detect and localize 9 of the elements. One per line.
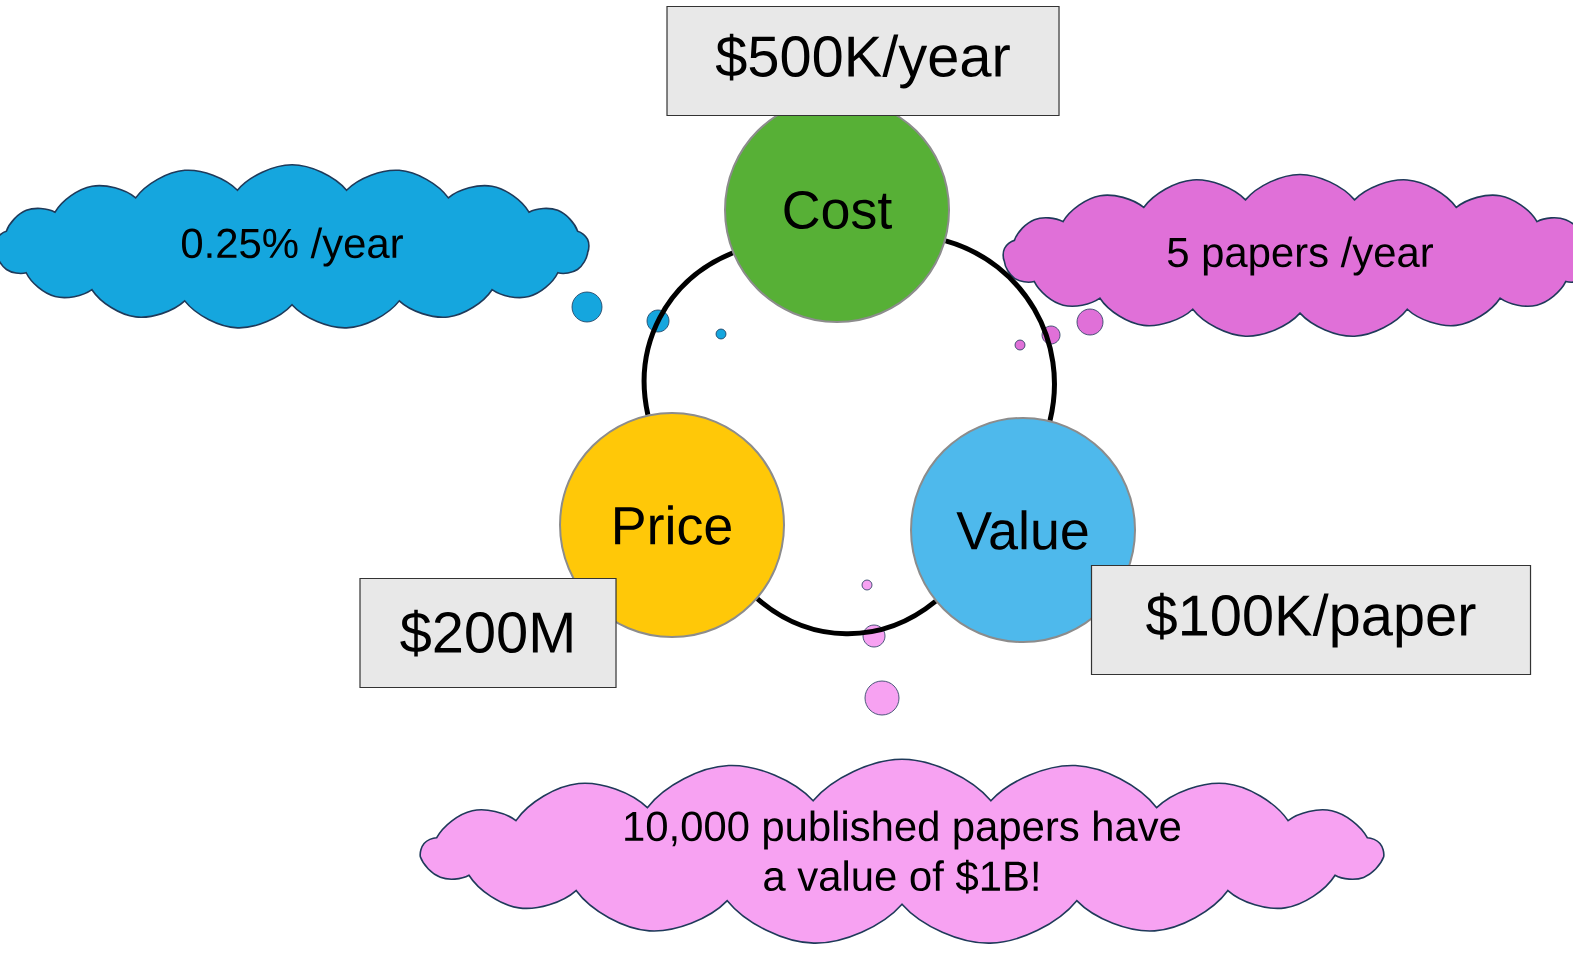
value-box: $200M: [359, 577, 617, 689]
ring-arc: [756, 596, 937, 637]
ring-arc: [641, 250, 734, 416]
thought-cloud: 0.25% /year: [0, 163, 590, 329]
thought-cloud: 10,000 published papers have a value of $1B!: [419, 758, 1385, 944]
thought-cloud: 5 papers /year: [1002, 173, 1573, 337]
value-box: $100K/paper: [1090, 564, 1532, 676]
value-box: $500K/year: [666, 5, 1060, 117]
ring-arc: [944, 238, 1057, 421]
